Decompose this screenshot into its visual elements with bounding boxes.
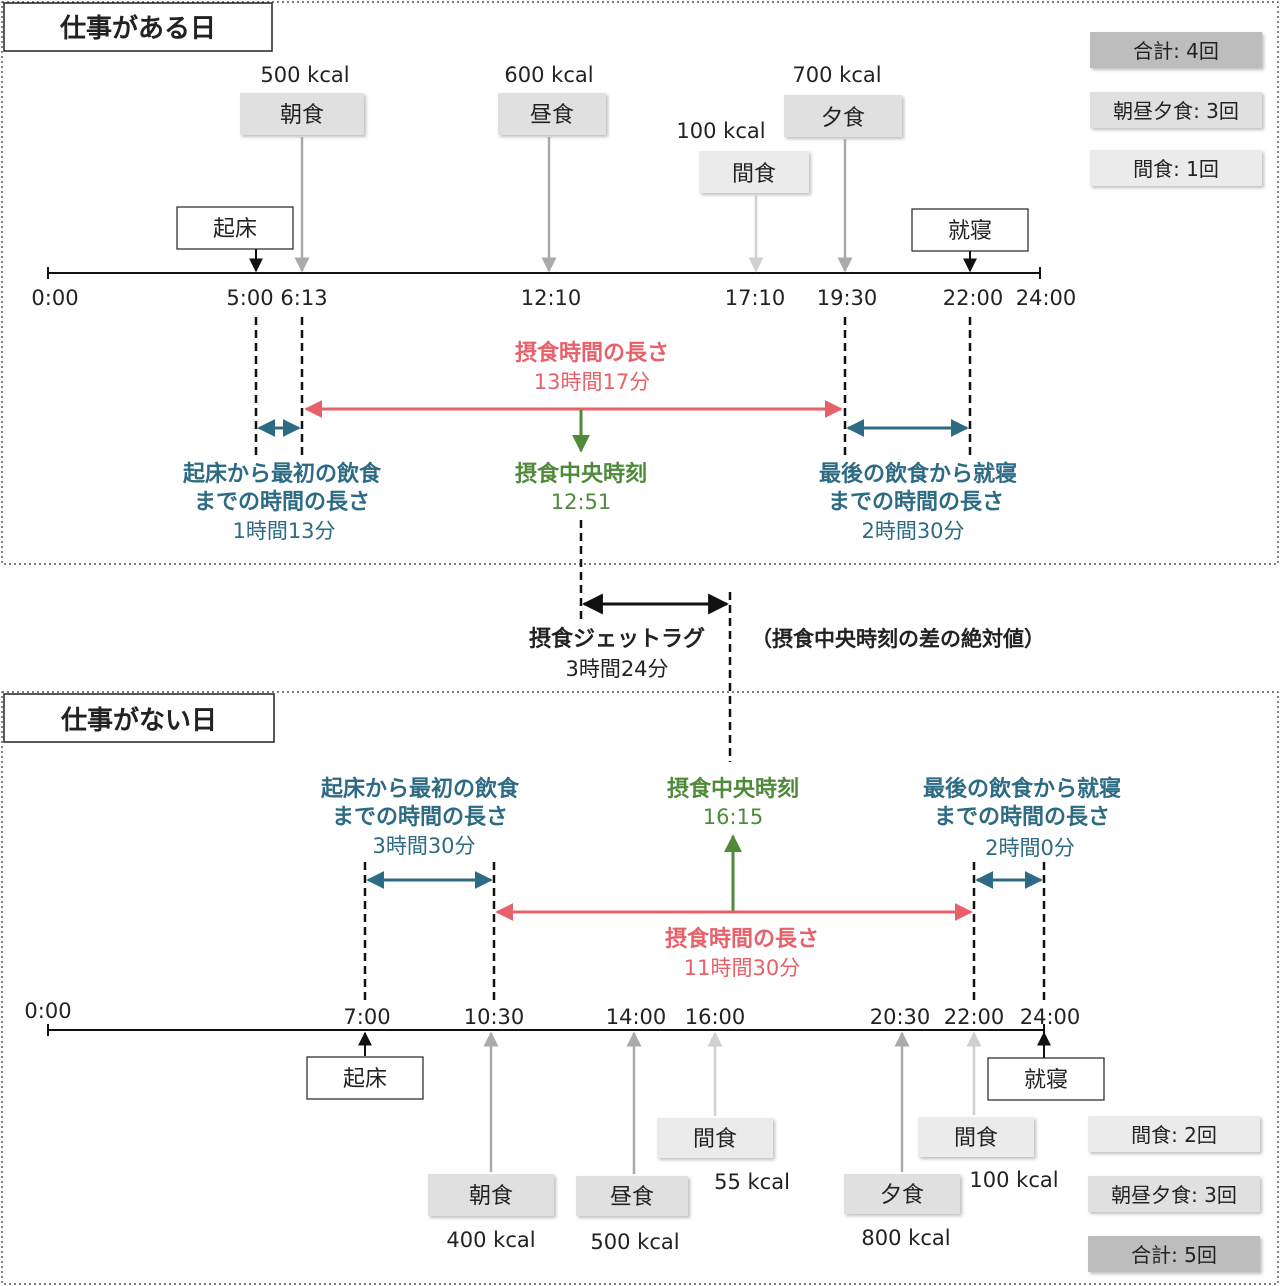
off-lunch-box: [576, 1176, 688, 1216]
work-day-title: 仕事がある日: [59, 13, 216, 44]
work-dinner-kcal: 700 kcal: [792, 63, 881, 87]
work-sleep-time: 22:00: [943, 286, 1004, 310]
work-last-to-sleep-value: 2時間30分: [861, 519, 964, 543]
off-axis-end-label: 24:00: [1020, 1005, 1081, 1029]
off-total-badge: [1088, 1236, 1260, 1272]
work-wake-to-first-line1: 起床から最初の飲食: [182, 461, 382, 487]
off-wake-time: 7:00: [343, 1005, 390, 1029]
work-midpoint-label: 摂食中央時刻: [515, 461, 647, 487]
work-breakfast-time: 6:13: [280, 286, 327, 310]
work-snack-time: 17:10: [725, 286, 786, 310]
off-main-meals-badge: [1088, 1176, 1260, 1212]
work-wake-to-first-line2: までの時間の長さ: [194, 490, 370, 515]
off-breakfast-label: 朝食: [469, 1184, 513, 1209]
work-eating-window-value: 13時間17分: [534, 370, 650, 394]
off-breakfast-time: 10:30: [464, 1005, 525, 1029]
work-breakfast-kcal: 500 kcal: [260, 63, 349, 87]
off-lunch-time: 14:00: [606, 1005, 667, 1029]
off-dinner-box: [844, 1174, 960, 1214]
off-snack2-box: [918, 1117, 1034, 1157]
work-snacks-text: 間食: 1回: [1133, 157, 1219, 181]
off-snack2-time: 22:00: [944, 1005, 1005, 1029]
off-last-to-sleep-value: 2時間0分: [985, 836, 1075, 860]
off-wake-label: 起床: [343, 1067, 387, 1092]
off-main-meals-text: 朝昼夕食: 3回: [1111, 1183, 1237, 1207]
jetlag-label: 摂食ジェットラグ: [529, 626, 705, 652]
work-axis-end-label: 24:00: [1016, 286, 1077, 310]
off-wake-to-first-line2: までの時間の長さ: [332, 805, 508, 830]
work-snack-kcal: 100 kcal: [676, 119, 765, 143]
work-wake-time: 5:00: [226, 286, 273, 310]
work-lunch-kcal: 600 kcal: [504, 63, 593, 87]
off-axis-start-label: 0:00: [24, 999, 71, 1023]
work-breakfast-label: 朝食: [280, 103, 324, 128]
work-eating-window-label: 摂食時間の長さ: [515, 340, 669, 366]
off-sleep-box: [987, 1057, 1105, 1101]
work-total-text: 合計: 4回: [1133, 39, 1219, 63]
work-day-title-box: [3, 2, 273, 52]
off-snack1-kcal: 55 kcal: [714, 1170, 790, 1194]
off-wake-box: [306, 1056, 424, 1100]
work-snack-label: 間食: [732, 162, 776, 187]
work-day-panel: [1, 1, 1279, 565]
work-snack-box: [699, 151, 809, 193]
work-lunch-box: [498, 93, 606, 135]
off-total-text: 合計: 5回: [1131, 1243, 1217, 1267]
jetlag-note: （摂食中央時刻の差の絶対値）: [751, 627, 1045, 651]
off-breakfast-kcal: 400 kcal: [446, 1228, 535, 1252]
off-midpoint-label: 摂食中央時刻: [667, 776, 799, 802]
work-lunch-label: 昼食: [530, 103, 574, 128]
work-total-badge: [1090, 32, 1262, 68]
off-lunch-kcal: 500 kcal: [590, 1230, 679, 1254]
work-dinner-time: 19:30: [817, 286, 878, 310]
work-sleep-box: [911, 208, 1029, 252]
off-sleep-label: 就寝: [1024, 1068, 1068, 1093]
work-wake-label: 起床: [213, 217, 257, 242]
work-main-meals-text: 朝昼夕食: 3回: [1113, 99, 1239, 123]
work-snacks-badge: [1090, 150, 1262, 186]
off-wake-to-first-line1: 起床から最初の飲食: [320, 776, 520, 802]
work-last-to-sleep-line2: までの時間の長さ: [828, 490, 1004, 515]
off-snack2-label: 間食: [954, 1126, 998, 1151]
off-snack2-kcal: 100 kcal: [969, 1168, 1058, 1192]
off-snack1-time: 16:00: [685, 1005, 746, 1029]
off-eating-window-value: 11時間30分: [684, 956, 800, 980]
off-day-panel: [1, 691, 1279, 1285]
off-wake-to-first-value: 3時間30分: [372, 834, 475, 858]
work-dinner-label: 夕食: [821, 106, 865, 131]
off-last-to-sleep-line2: までの時間の長さ: [934, 805, 1110, 830]
work-sleep-label: 就寝: [948, 219, 992, 244]
work-main-meals-badge: [1090, 92, 1262, 128]
jetlag-value: 3時間24分: [565, 657, 668, 681]
off-dinner-time: 20:30: [870, 1005, 931, 1029]
off-day-title: 仕事がない日: [60, 705, 217, 736]
work-last-to-sleep-line1: 最後の飲食から就寝: [819, 461, 1017, 487]
work-wake-to-first-value: 1時間13分: [232, 519, 335, 543]
off-eating-window-label: 摂食時間の長さ: [665, 926, 819, 952]
off-lunch-label: 昼食: [610, 1185, 654, 1210]
work-lunch-time: 12:10: [521, 286, 582, 310]
off-snack1-box: [657, 1118, 773, 1158]
off-day-title-box: [3, 693, 275, 743]
work-breakfast-box: [240, 93, 364, 135]
off-dinner-label: 夕食: [880, 1183, 924, 1208]
off-snacks-text: 間食: 2回: [1131, 1123, 1217, 1147]
work-wake-box: [176, 206, 294, 250]
work-midpoint-value: 12:51: [551, 490, 612, 514]
off-dinner-kcal: 800 kcal: [861, 1226, 950, 1250]
off-midpoint-value: 16:15: [703, 805, 764, 829]
work-axis-start-label: 0:00: [31, 286, 78, 310]
off-snacks-badge: [1088, 1116, 1260, 1152]
off-snack1-label: 間食: [693, 1127, 737, 1152]
off-breakfast-box: [428, 1174, 554, 1216]
off-last-to-sleep-line1: 最後の飲食から就寝: [923, 776, 1121, 802]
work-dinner-box: [784, 95, 902, 137]
